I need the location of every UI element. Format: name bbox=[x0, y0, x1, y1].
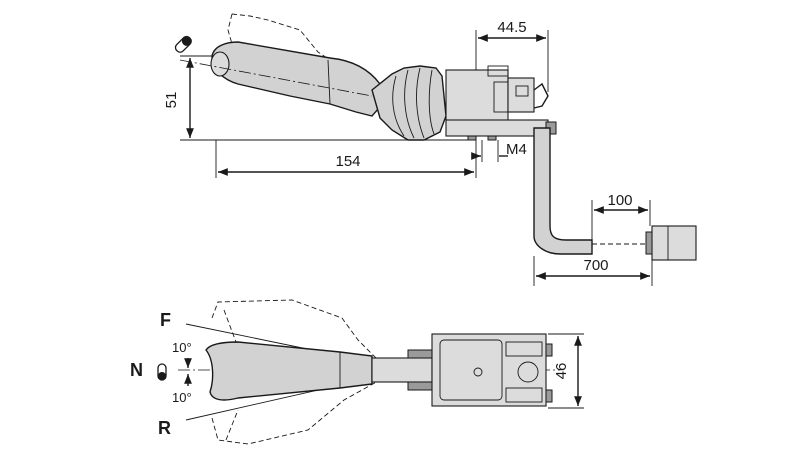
neutral-lock-icon bbox=[157, 363, 167, 381]
label-reverse: R bbox=[158, 418, 171, 438]
dim-handle-rise-label: 51 bbox=[163, 92, 180, 109]
side-lever-handle bbox=[211, 41, 387, 117]
dim-connector-lead: 100 bbox=[591, 192, 651, 240]
dim-cable-length: 700 bbox=[533, 256, 653, 286]
label-angle-reverse: 10° bbox=[172, 390, 192, 405]
dim-lever-length-label: 154 bbox=[335, 153, 360, 170]
dim-thread: M4 bbox=[471, 140, 527, 162]
label-angle-forward: 10° bbox=[172, 340, 192, 355]
dim-lever-length: 154 bbox=[215, 140, 477, 178]
top-shaft bbox=[371, 357, 433, 383]
top-switch-housing bbox=[431, 333, 547, 407]
dim-housing-offset: 44.5 bbox=[475, 19, 549, 92]
label-forward: F bbox=[160, 310, 171, 330]
label-neutral: N bbox=[130, 360, 143, 380]
top-ghost-reverse bbox=[211, 379, 381, 445]
side-rubber-boot bbox=[371, 65, 447, 141]
side-microswitch bbox=[507, 77, 535, 113]
dim-body-width: 46 bbox=[548, 333, 584, 409]
side-mounting-bracket bbox=[445, 119, 549, 137]
top-lever-handle bbox=[205, 341, 373, 401]
side-switch-housing bbox=[445, 69, 509, 123]
dim-body-width-label: 46 bbox=[553, 363, 570, 380]
side-lever-tip bbox=[210, 51, 230, 77]
dim-cable-length-label: 700 bbox=[583, 257, 608, 274]
dim-thread-label: M4 bbox=[506, 141, 527, 158]
side-connector bbox=[651, 225, 697, 261]
dim-housing-offset-label: 44.5 bbox=[497, 19, 526, 36]
top-view: F N R 10° 10° 46 bbox=[130, 299, 584, 445]
top-ghost-forward bbox=[211, 299, 381, 363]
dim-connector-lead-label: 100 bbox=[607, 192, 632, 209]
lock-icon bbox=[174, 35, 192, 53]
dim-handle-rise: 51 bbox=[163, 55, 212, 138]
side-view: 51 44.5 154 M4 100 bbox=[163, 13, 697, 286]
side-cable bbox=[533, 127, 593, 255]
